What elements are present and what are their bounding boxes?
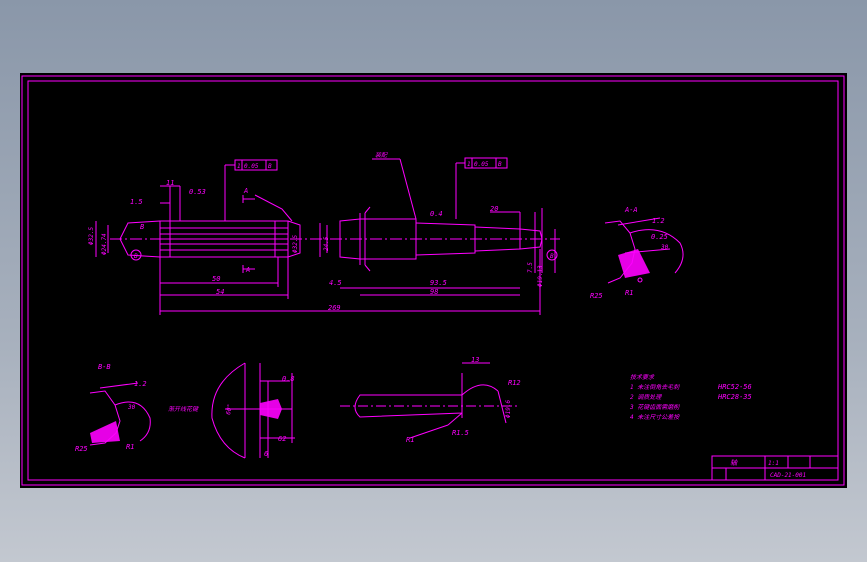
end-r12: R12 bbox=[508, 379, 521, 387]
technical-notes: 技术要求 1 未注倒角去毛刺 HRC52-56 2 调质处理 HRC28-35 … bbox=[629, 373, 752, 421]
dim-4-5: 4.5 bbox=[329, 279, 342, 287]
bb-30: 30 bbox=[127, 404, 136, 411]
aa-1-2: 1.2 bbox=[652, 217, 665, 225]
drawing-canvas[interactable]: 11 1.5 0.53 A A B B B 50 54 269 4.5 93.5… bbox=[20, 73, 847, 488]
tol-left-1: 1 bbox=[237, 163, 241, 170]
dim-dia-19: Φ19.13 bbox=[537, 265, 544, 287]
gear-0-8: 0.8 bbox=[282, 375, 295, 383]
dim-1-5: 1.5 bbox=[130, 198, 143, 206]
circle-mark-left: B bbox=[134, 253, 138, 260]
dim-dia-left-1: Φ32.5 bbox=[88, 227, 95, 245]
section-a-bottom: A bbox=[245, 266, 250, 274]
bb-r1: R1 bbox=[126, 443, 134, 451]
aa-30: 30 bbox=[660, 244, 669, 251]
main-shaft-view: 11 1.5 0.53 A A B B B 50 54 269 4.5 93.5… bbox=[88, 151, 560, 315]
dim-dia-right-1: Φ32.5 bbox=[292, 235, 299, 253]
end-13: 13 bbox=[471, 356, 479, 364]
dim-93-5: 93.5 bbox=[430, 279, 447, 287]
section-a-top: A bbox=[243, 187, 248, 195]
notes-line4: 4 未注尺寸公差按 bbox=[630, 413, 680, 421]
bb-1-2: 1.2 bbox=[134, 380, 147, 388]
outer-frame bbox=[21, 75, 845, 486]
aa-r25: R25 bbox=[590, 292, 603, 300]
notes-hrc1: HRC52-56 bbox=[717, 383, 752, 391]
detail-end: 13 R12 R1 R1.5 Φ19.6 bbox=[340, 356, 521, 444]
dim-0-4: 0.4 bbox=[430, 210, 443, 218]
tb-scale: 1:1 bbox=[768, 460, 779, 467]
end-dia: Φ19.6 bbox=[505, 400, 512, 418]
title-bb: B-B bbox=[98, 363, 111, 371]
dim-24-5: 24.5 bbox=[323, 236, 330, 251]
tol-right-3: B bbox=[498, 161, 502, 168]
section-aa: A-A 1.2 0.25 30 R25 R1 bbox=[590, 206, 684, 300]
aa-0-25: 0.25 bbox=[651, 233, 668, 241]
tol-left-2: 0.05 bbox=[244, 163, 259, 170]
aa-r1: R1 bbox=[625, 289, 633, 297]
label-b: B bbox=[140, 223, 144, 231]
title-aa: A-A bbox=[624, 206, 638, 214]
notes-line3: 3 花键齿面需磨削 bbox=[629, 403, 680, 411]
label-gear: 渐开线花键 bbox=[168, 405, 199, 413]
notes-line1: 1 未注倒角去毛刺 bbox=[630, 383, 680, 391]
dim-0-53: 0.53 bbox=[189, 188, 206, 196]
dim-50: 50 bbox=[212, 275, 220, 283]
tol-right-2: 0.05 bbox=[474, 161, 489, 168]
bb-r25: R25 bbox=[75, 445, 88, 453]
end-r1-5: R1.5 bbox=[452, 429, 469, 437]
dim-7-5: 7.5 bbox=[527, 262, 534, 273]
inner-frame bbox=[27, 80, 839, 481]
notes-hrc2: HRC28-35 bbox=[717, 393, 752, 401]
dim-269: 269 bbox=[328, 304, 341, 312]
roughness-note: 装配 bbox=[375, 151, 388, 159]
cad-drawing: 11 1.5 0.53 A A B B B 50 54 269 4.5 93.5… bbox=[21, 75, 845, 486]
end-r1: R1 bbox=[406, 436, 414, 444]
notes-line2: 2 调质处理 bbox=[630, 393, 662, 401]
dim-dia-left-2: Φ24.74 bbox=[101, 233, 108, 255]
circle-mark-right: B bbox=[550, 253, 554, 260]
notes-title: 技术要求 bbox=[630, 373, 655, 381]
dim-20: 20 bbox=[490, 205, 498, 213]
dim-98: 98 bbox=[430, 288, 438, 296]
tol-right-1: 1 bbox=[467, 161, 471, 168]
dim-11: 11 bbox=[166, 179, 174, 187]
gear-6: 6 bbox=[264, 450, 268, 458]
dim-54: 54 bbox=[216, 288, 224, 296]
section-bb: B-B 1.2 30 R25 R1 bbox=[75, 363, 151, 453]
tb-code: CAD-21-001 bbox=[770, 472, 806, 479]
gear-60: 60° bbox=[225, 403, 234, 415]
detail-gear: 渐开线花键 0.8 60° 62 6 bbox=[168, 362, 295, 459]
gear-62: 62 bbox=[278, 435, 286, 443]
title-block: 轴 1:1 CAD-21-001 bbox=[711, 455, 839, 481]
tb-part: 轴 bbox=[730, 459, 738, 467]
tol-left-3: B bbox=[268, 163, 272, 170]
